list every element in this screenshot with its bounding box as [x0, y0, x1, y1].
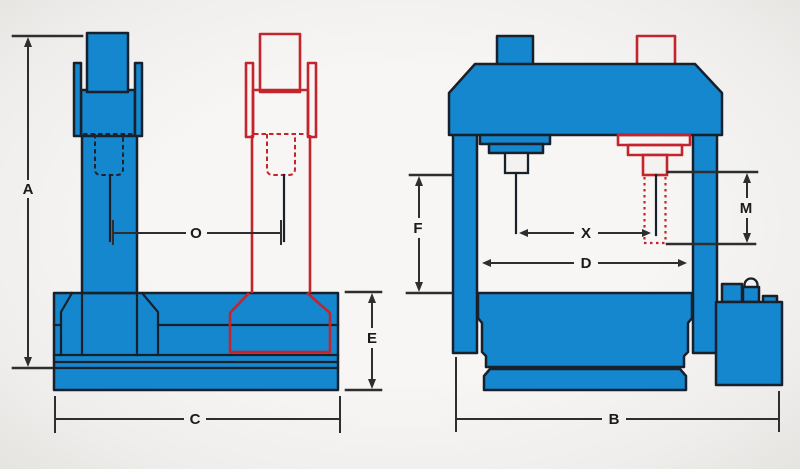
cylinder-top-front: [495, 34, 535, 67]
ram-step-2: [487, 142, 545, 155]
cylinder-flange-left: [72, 61, 83, 138]
phantom-press: [228, 32, 332, 354]
dim-x-label: X: [581, 225, 591, 242]
dim-f: F: [405, 173, 453, 295]
piston-top-block: [85, 31, 130, 94]
dim-c: C: [54, 396, 341, 433]
ram-assembly: [478, 133, 552, 235]
dim-m: M: [665, 170, 759, 246]
frame-leg-left: [451, 131, 479, 355]
dim-m-label: M: [740, 200, 753, 217]
dim-f-label: F: [413, 220, 422, 237]
arrow-right-icon: [678, 259, 687, 267]
phantom-ram-step-2: [626, 143, 684, 157]
dim-a: A: [11, 34, 84, 370]
press-head: [447, 62, 724, 137]
ram-retracted-outline: [94, 134, 124, 176]
side-view: A: [11, 31, 383, 433]
ram-step-1: [478, 133, 552, 146]
foot-left-edge: [59, 291, 74, 357]
dim-d: D: [482, 255, 687, 272]
dim-c-label: C: [190, 411, 201, 428]
arrow-left-icon: [519, 229, 528, 237]
bolster-plate: [482, 367, 688, 392]
dim-d-label: D: [581, 255, 592, 272]
dim-e-label: E: [367, 330, 377, 347]
foot-right-edge: [140, 291, 160, 357]
arrow-down-icon: [415, 282, 423, 292]
cylinder-body: [79, 88, 137, 138]
phantom-ram-nose: [641, 153, 669, 177]
arrow-up-icon: [24, 37, 32, 47]
arrow-up-icon: [743, 173, 751, 183]
phantom-cylinder-body: [251, 88, 310, 135]
phantom-foot: [228, 292, 332, 354]
arrow-right-icon: [642, 229, 651, 237]
arrow-down-icon: [368, 379, 376, 389]
arrow-down-icon: [743, 233, 751, 243]
base-block: [52, 291, 340, 392]
cylinder-flange-right: [133, 61, 144, 138]
phantom-piston-top: [258, 32, 302, 94]
dim-e: E: [344, 290, 383, 392]
ram-nose: [503, 151, 530, 175]
arrow-up-icon: [415, 176, 423, 186]
pump-motor: [720, 282, 744, 304]
pump-reservoir: [714, 300, 784, 387]
arrow-left-icon: [482, 259, 491, 267]
press-frame: [72, 31, 144, 295]
arrow-up-icon: [368, 293, 376, 303]
front-view: F X D M: [405, 34, 784, 432]
dim-b: B: [455, 357, 780, 432]
work-table: [476, 291, 694, 369]
phantom-cylinder-top-front: [635, 34, 677, 67]
dim-b-label: B: [609, 411, 620, 428]
press-base: [52, 291, 340, 392]
pump-filler: [741, 285, 761, 304]
dim-a-label: A: [23, 181, 34, 198]
phantom-ram-outline: [266, 134, 296, 176]
arrow-down-icon: [24, 357, 32, 367]
phantom-ram-assembly: [616, 133, 692, 245]
dim-o-label: O: [190, 225, 202, 242]
dim-o: O: [112, 220, 282, 245]
pump-unit: [714, 277, 784, 387]
phantom-ram-step-1: [616, 133, 692, 147]
dim-x: X: [519, 225, 651, 242]
